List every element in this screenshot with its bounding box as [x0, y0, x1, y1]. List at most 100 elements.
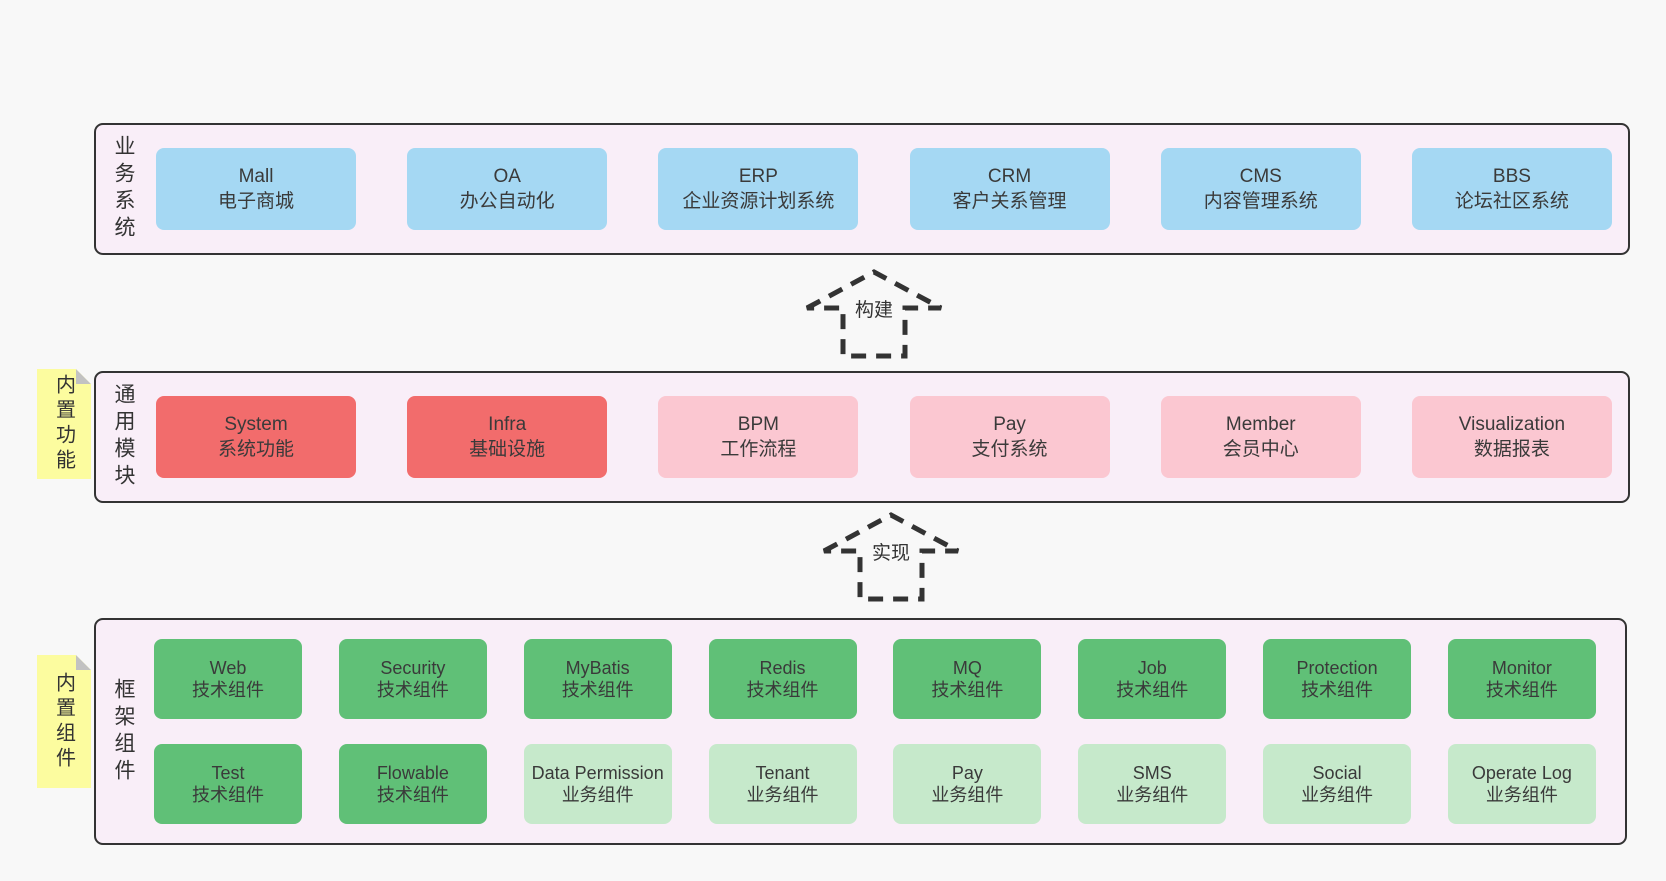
box-subtitle: 业务组件: [1485, 785, 1558, 805]
box-title: BPM: [737, 413, 779, 435]
box-title: SMS: [1132, 762, 1172, 783]
box-title: CRM: [987, 165, 1032, 187]
common-modules-label: 通用模块: [112, 383, 135, 491]
box-subtitle: 技术组件: [376, 680, 449, 700]
box-title: MQ: [952, 657, 982, 678]
box-social: Social 业务组件: [1263, 744, 1412, 824]
box-subtitle: 技术组件: [192, 785, 264, 805]
box-subtitle: 系统功能: [217, 439, 294, 460]
note-builtin-components: 内置组件: [37, 655, 91, 788]
box-subtitle: 技术组件: [376, 785, 449, 805]
box-subtitle: 数据报表: [1473, 439, 1550, 460]
box-subtitle: 技术组件: [1116, 680, 1189, 700]
box-title: Job: [1137, 657, 1167, 678]
business-systems-row: Mall 电子商城 OA 办公自动化 ERP 企业资源计划系统 CRM 客户关系…: [156, 125, 1612, 253]
box-title: Infra: [488, 413, 527, 435]
box-subtitle: 业务组件: [1116, 785, 1189, 805]
box-title: Operate Log: [1471, 762, 1572, 783]
box-system: System 系统功能: [156, 396, 356, 478]
box-subtitle: 技术组件: [1485, 680, 1558, 700]
tech-components-row: Web 技术组件 Security 技术组件 MyBatis 技术组件 Redi…: [154, 639, 1596, 719]
box-infra: Infra 基础设施: [407, 396, 608, 478]
box-sms: SMS 业务组件: [1078, 744, 1227, 824]
box-title: MyBatis: [565, 657, 630, 678]
implement-arrow: 实现: [816, 511, 966, 603]
up-arrow-icon: [822, 512, 960, 602]
box-title: Monitor: [1491, 657, 1552, 678]
box-bpm: BPM 工作流程: [658, 396, 859, 478]
box-subtitle: 技术组件: [192, 680, 264, 700]
box-redis: Redis 技术组件: [708, 639, 857, 719]
box-subtitle: 基础设施: [469, 439, 546, 460]
note-fold-icon: [76, 369, 91, 384]
box-web: Web 技术组件: [154, 639, 302, 719]
box-bbs: BBS 论坛社区系统: [1411, 148, 1612, 230]
box-member: Member 会员中心: [1160, 396, 1361, 478]
box-subtitle: 业务组件: [931, 785, 1004, 805]
box-security: Security 技术组件: [338, 639, 487, 719]
box-mq: MQ 技术组件: [893, 639, 1042, 719]
box-subtitle: 企业资源计划系统: [682, 191, 835, 212]
box-cms: CMS 内容管理系统: [1160, 148, 1361, 230]
note-builtin-features: 内置功能: [37, 369, 91, 479]
box-data-permission: Data Permission 业务组件: [523, 744, 672, 824]
box-subtitle: 办公自动化: [459, 191, 555, 212]
box-title: Web: [209, 657, 247, 678]
box-pay-biz: Pay 业务组件: [893, 744, 1042, 824]
note-fold-icon: [76, 655, 91, 670]
build-arrow: 构建: [799, 268, 949, 360]
box-flowable: Flowable 技术组件: [338, 744, 487, 824]
box-mall: Mall 电子商城: [156, 148, 356, 230]
business-systems-container: 业务系统 Mall 电子商城 OA 办公自动化 ERP 企业资源计划系统 CRM…: [94, 123, 1630, 255]
box-title: Pay: [951, 762, 983, 783]
box-erp: ERP 企业资源计划系统: [658, 148, 859, 230]
box-subtitle: 技术组件: [931, 680, 1004, 700]
box-subtitle: 业务组件: [746, 785, 819, 805]
box-title: CMS: [1239, 165, 1282, 187]
arrow-label: 构建: [851, 294, 897, 323]
up-arrow-icon: [805, 269, 943, 359]
business-systems-label: 业务系统: [112, 135, 135, 243]
box-crm: CRM 客户关系管理: [909, 148, 1110, 230]
box-title: Pay: [993, 413, 1026, 435]
biz-components-row: Test 技术组件 Flowable 技术组件 Data Permission …: [154, 744, 1596, 824]
box-job: Job 技术组件: [1078, 639, 1227, 719]
box-title: Test: [211, 762, 245, 783]
box-pay: Pay 支付系统: [909, 396, 1110, 478]
note-text: 内置组件: [52, 671, 75, 772]
box-subtitle: 业务组件: [561, 785, 634, 805]
note-text: 内置功能: [52, 374, 75, 474]
box-title: Data Permission: [531, 762, 664, 783]
framework-components-rows: Web 技术组件 Security 技术组件 MyBatis 技术组件 Redi…: [154, 620, 1596, 843]
box-subtitle: 工作流程: [720, 439, 797, 460]
box-subtitle: 会员中心: [1222, 439, 1299, 460]
box-subtitle: 技术组件: [1301, 680, 1374, 700]
box-title: System: [224, 413, 288, 435]
framework-components-container: 框架组件 Web 技术组件 Security 技术组件 MyBatis 技术组件…: [94, 618, 1627, 845]
box-subtitle: 论坛社区系统: [1454, 191, 1569, 212]
box-title: Social: [1312, 762, 1362, 783]
box-title: OA: [493, 165, 521, 187]
box-title: Redis: [759, 657, 806, 678]
box-operate-log: Operate Log 业务组件: [1447, 744, 1596, 824]
box-subtitle: 支付系统: [971, 439, 1048, 460]
box-mybatis: MyBatis 技术组件: [523, 639, 672, 719]
box-title: Visualization: [1458, 413, 1566, 435]
box-title: Tenant: [755, 762, 810, 783]
framework-components-label: 框架组件: [112, 677, 135, 786]
box-visualization: Visualization 数据报表: [1411, 396, 1612, 478]
box-subtitle: 业务组件: [1301, 785, 1374, 805]
box-title: Mall: [238, 165, 274, 187]
box-title: BBS: [1492, 165, 1531, 187]
box-title: ERP: [738, 165, 778, 187]
box-subtitle: 技术组件: [746, 680, 819, 700]
box-subtitle: 客户关系管理: [952, 191, 1067, 212]
box-title: Flowable: [376, 762, 449, 783]
box-subtitle: 内容管理系统: [1203, 191, 1318, 212]
arrow-label: 实现: [868, 537, 914, 566]
box-title: Security: [380, 657, 446, 678]
box-subtitle: 电子商城: [217, 191, 294, 212]
box-test: Test 技术组件: [154, 744, 302, 824]
box-title: Protection: [1296, 657, 1378, 678]
common-modules-container: 通用模块 System 系统功能 Infra 基础设施 BPM 工作流程 Pay…: [94, 371, 1630, 503]
